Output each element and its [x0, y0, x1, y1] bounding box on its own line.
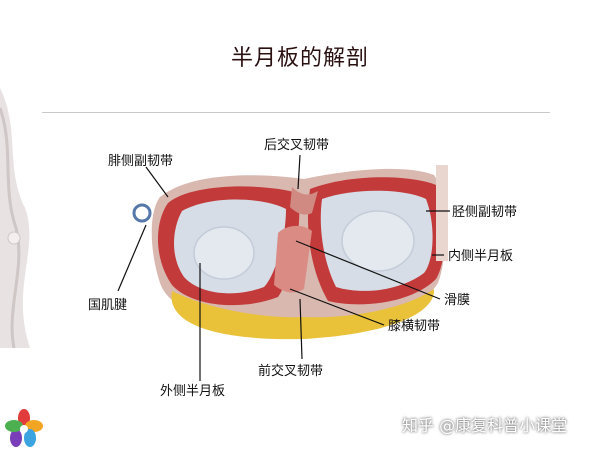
- label-fibular-collateral: 腓侧副韧带: [108, 153, 173, 169]
- label-medial-meniscus: 内侧半月板: [448, 248, 513, 264]
- decorative-ribbon: [0, 88, 30, 348]
- label-anterior-cruciate: 前交叉韧带: [258, 363, 323, 379]
- label-synovium: 滑膜: [444, 293, 470, 308]
- label-posterior-cruciate: 后交叉韧带: [264, 137, 329, 153]
- anatomy-figure: 腓侧副韧带 后交叉韧带 胫侧副韧带 内侧半月板 国肌腱 滑膜 膝横韧带 前交叉韧…: [42, 112, 550, 403]
- meniscus-diagram: 腓侧副韧带 后交叉韧带 胫侧副韧带 内侧半月板 国肌腱 滑膜 膝横韧带 前交叉韧…: [42, 113, 550, 403]
- label-tibial-collateral: 胫侧副韧带: [452, 205, 517, 220]
- popliteus-ring: [132, 203, 152, 223]
- label-popliteus: 国肌腱: [88, 298, 127, 313]
- fat-pad: [171, 289, 435, 340]
- label-transverse-ligament: 膝横韧带: [388, 319, 440, 334]
- flower-logo-icon: [5, 409, 43, 447]
- tibial-collateral-shape: [436, 165, 448, 261]
- posterior-cruciate-shape: [290, 187, 318, 215]
- anterior-cruciate-shape: [274, 225, 312, 293]
- watermark: 知乎 @康复科普小课堂: [402, 416, 568, 435]
- page-title: 半月板的解剖: [230, 46, 369, 71]
- label-lateral-meniscus: 外侧半月板: [160, 384, 225, 399]
